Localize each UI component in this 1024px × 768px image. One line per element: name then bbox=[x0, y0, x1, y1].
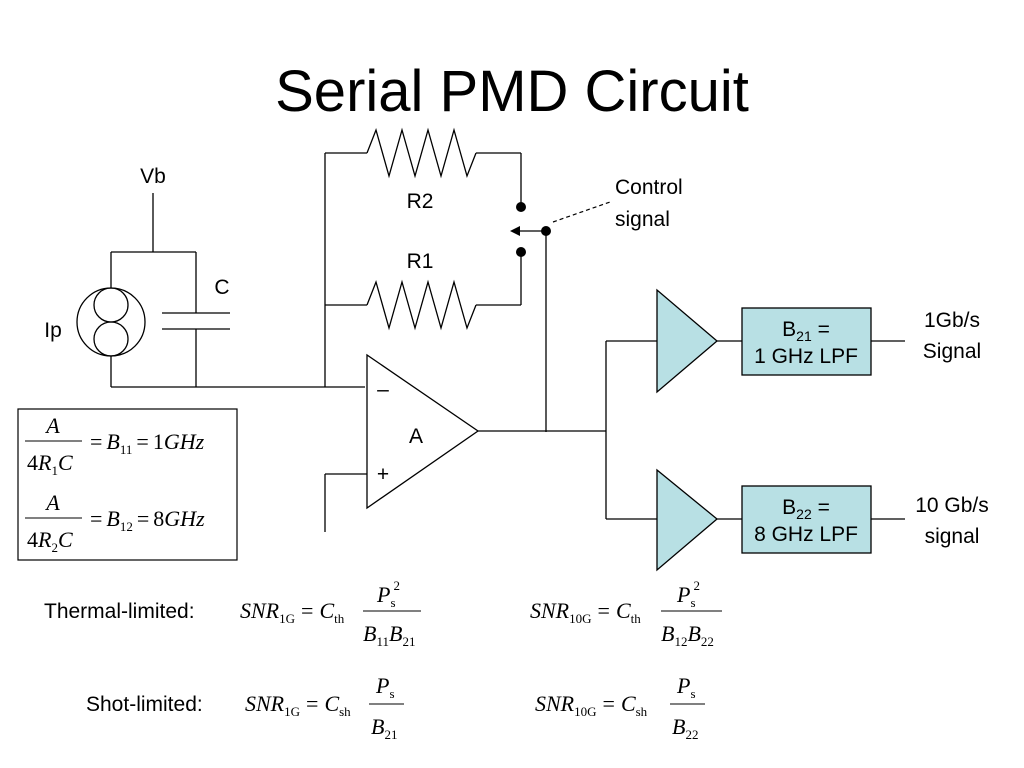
snr-shot-10g: SNR10G=Csh Ps B22 bbox=[535, 673, 705, 742]
out2-label-1: 10 Gb/s bbox=[915, 494, 989, 517]
snr-thermal-10g: SNR10G=Cth Ps2 B12B22 bbox=[530, 578, 722, 649]
svg-text:SNR10G=Csh: SNR10G=Csh bbox=[535, 691, 648, 719]
svg-text:SNR1G=Cth: SNR1G=Cth bbox=[240, 598, 345, 626]
r2-label: R2 bbox=[407, 190, 434, 213]
svg-text:4R2C: 4R2C bbox=[27, 527, 73, 555]
current-source-icon bbox=[76, 287, 146, 357]
control-label-2: signal bbox=[615, 208, 670, 231]
svg-text:B22: B22 bbox=[672, 714, 698, 742]
snr-thermal-1g: SNR1G=Cth Ps2 B11B21 bbox=[240, 578, 421, 649]
control-label-1: Control bbox=[615, 176, 683, 199]
svg-text:Ps: Ps bbox=[676, 673, 696, 701]
r1-label: R1 bbox=[407, 250, 434, 273]
svg-text:4R1C: 4R1C bbox=[27, 450, 73, 478]
svg-text:B21 =: B21 = bbox=[782, 318, 830, 344]
svg-text:B22 =: B22 = bbox=[782, 496, 830, 522]
amplifier-a bbox=[366, 353, 480, 510]
resistor-r2 bbox=[366, 127, 477, 179]
switch-contact-r2 bbox=[516, 202, 526, 212]
equation-b12: A 4R2C =B12=8GHz bbox=[25, 490, 205, 555]
post-amp-upper bbox=[656, 288, 719, 394]
svg-text:B12B22: B12B22 bbox=[661, 621, 714, 649]
svg-text:1 GHz LPF: 1 GHz LPF bbox=[754, 345, 858, 368]
svg-text:=B11=1GHz: =B11=1GHz bbox=[90, 429, 205, 457]
svg-text:B11B21: B11B21 bbox=[363, 621, 415, 649]
svg-text:A: A bbox=[44, 413, 60, 438]
resistor-r1 bbox=[366, 279, 477, 331]
post-amp-lower bbox=[656, 468, 719, 572]
shot-limited-label: Shot-limited: bbox=[86, 693, 203, 716]
svg-text:Ps2: Ps2 bbox=[376, 578, 400, 610]
svg-text:A: A bbox=[44, 490, 60, 515]
out2-label-2: signal bbox=[925, 525, 980, 548]
ip-label: Ip bbox=[44, 319, 62, 342]
svg-text:B21: B21 bbox=[371, 714, 397, 742]
equation-b11: A 4R1C =B11=1GHz bbox=[25, 413, 205, 478]
out1-label-2: Signal bbox=[923, 340, 981, 363]
plus-label: + bbox=[377, 463, 389, 486]
equation-box bbox=[17, 408, 238, 561]
svg-text:8 GHz LPF: 8 GHz LPF bbox=[754, 523, 858, 546]
svg-text:SNR10G=Cth: SNR10G=Cth bbox=[530, 598, 641, 626]
svg-text:Ps: Ps bbox=[375, 673, 395, 701]
switch-contact-r1 bbox=[516, 247, 526, 257]
minus-label: – bbox=[377, 378, 389, 401]
page-title: Serial PMD Circuit bbox=[275, 59, 749, 124]
vb-label: Vb bbox=[140, 165, 166, 188]
filter-1ghz-label: B21 = 1 GHz LPF bbox=[754, 318, 858, 368]
amp-label: A bbox=[409, 425, 423, 448]
control-signal-dashed-line bbox=[552, 201, 611, 223]
snr-shot-1g: SNR1G=Csh Ps B21 bbox=[245, 673, 404, 742]
svg-text:=B12=8GHz: =B12=8GHz bbox=[90, 506, 205, 534]
switch-arrow-icon bbox=[510, 226, 520, 236]
thermal-limited-label: Thermal-limited: bbox=[44, 600, 195, 623]
c-label: C bbox=[214, 276, 229, 299]
filter-8ghz-label: B22 = 8 GHz LPF bbox=[754, 496, 858, 546]
svg-text:Ps2: Ps2 bbox=[676, 578, 700, 610]
out1-label-1: 1Gb/s bbox=[924, 309, 980, 332]
svg-text:SNR1G=Csh: SNR1G=Csh bbox=[245, 691, 351, 719]
